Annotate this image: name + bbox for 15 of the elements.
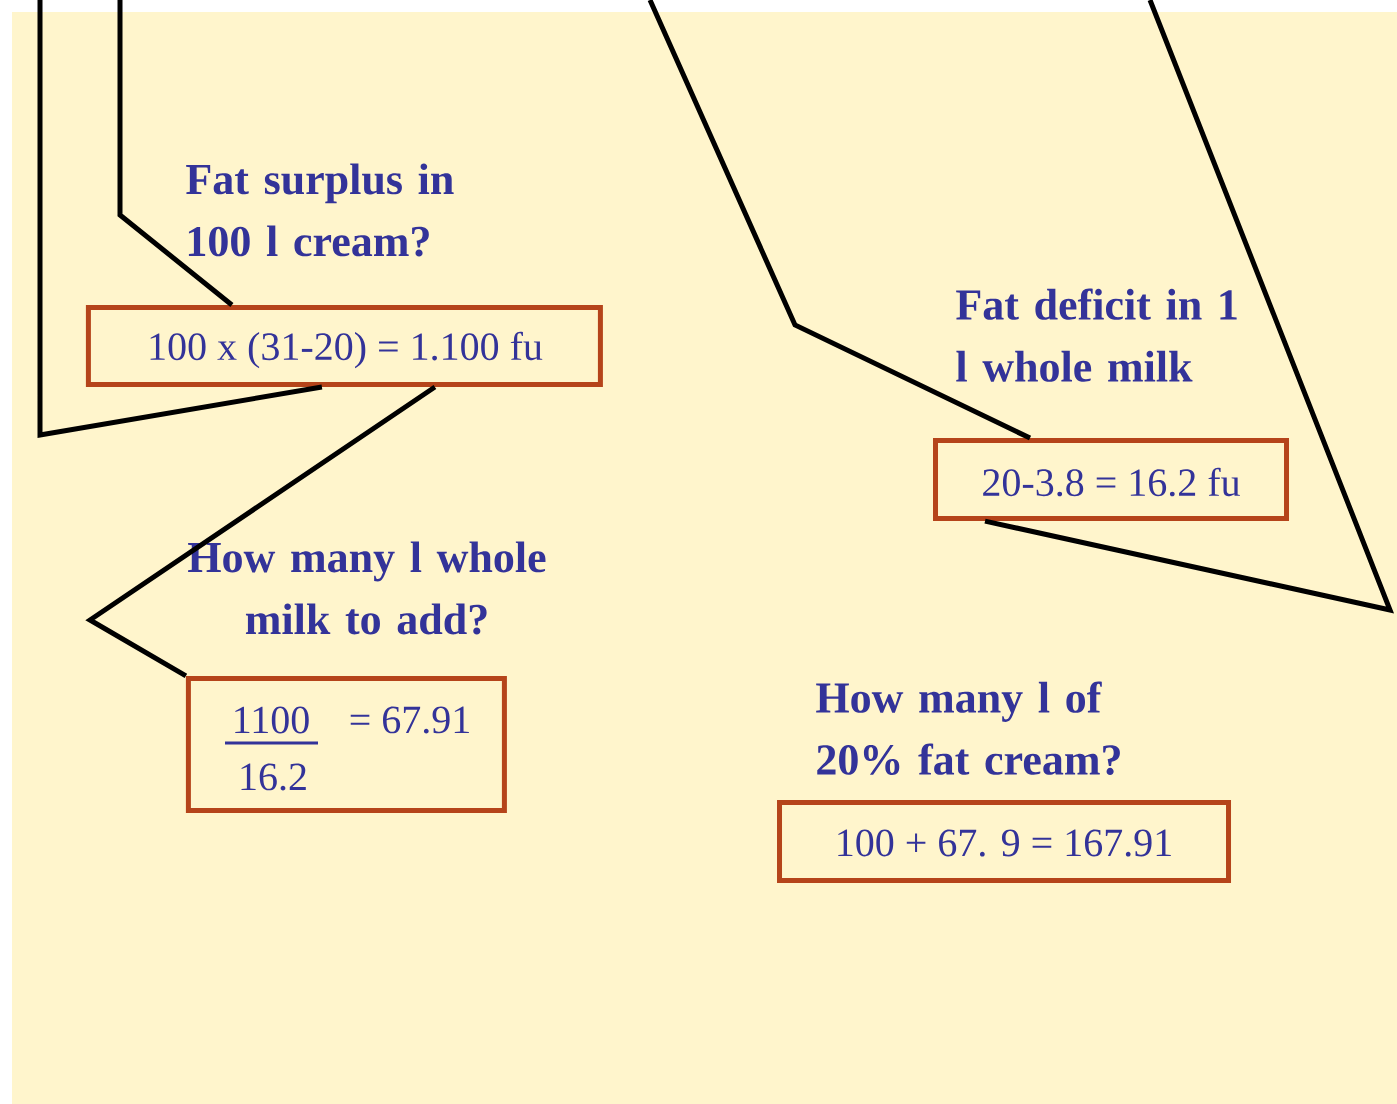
- formula-text: 20-3.8 = 16.2 fu: [983, 467, 1240, 497]
- connector-line: [117, 0, 234, 307]
- connector-line: [85, 384, 437, 679]
- formula-text: 100 x (31-20) = 1.100 fu: [150, 331, 543, 369]
- formula-text: 16.2: [241, 763, 306, 791]
- question-heading: How many l whole milk to add?: [188, 541, 546, 635]
- question-heading: How many l of 20% fat cream?: [816, 681, 1120, 775]
- question-heading: Fat deficit in 1 l whole milk: [956, 288, 1237, 382]
- connector-line: [984, 0, 1395, 614]
- connector-line: [37, 0, 323, 438]
- question-heading: Fat surplus in 100 l cream?: [186, 163, 454, 257]
- formula-text: = 67.91: [350, 706, 469, 734]
- formula-text: 100 + 67. 9 = 167.91: [838, 829, 1171, 857]
- connector-line: [647, 0, 1032, 441]
- formula-text: 1100: [235, 706, 309, 734]
